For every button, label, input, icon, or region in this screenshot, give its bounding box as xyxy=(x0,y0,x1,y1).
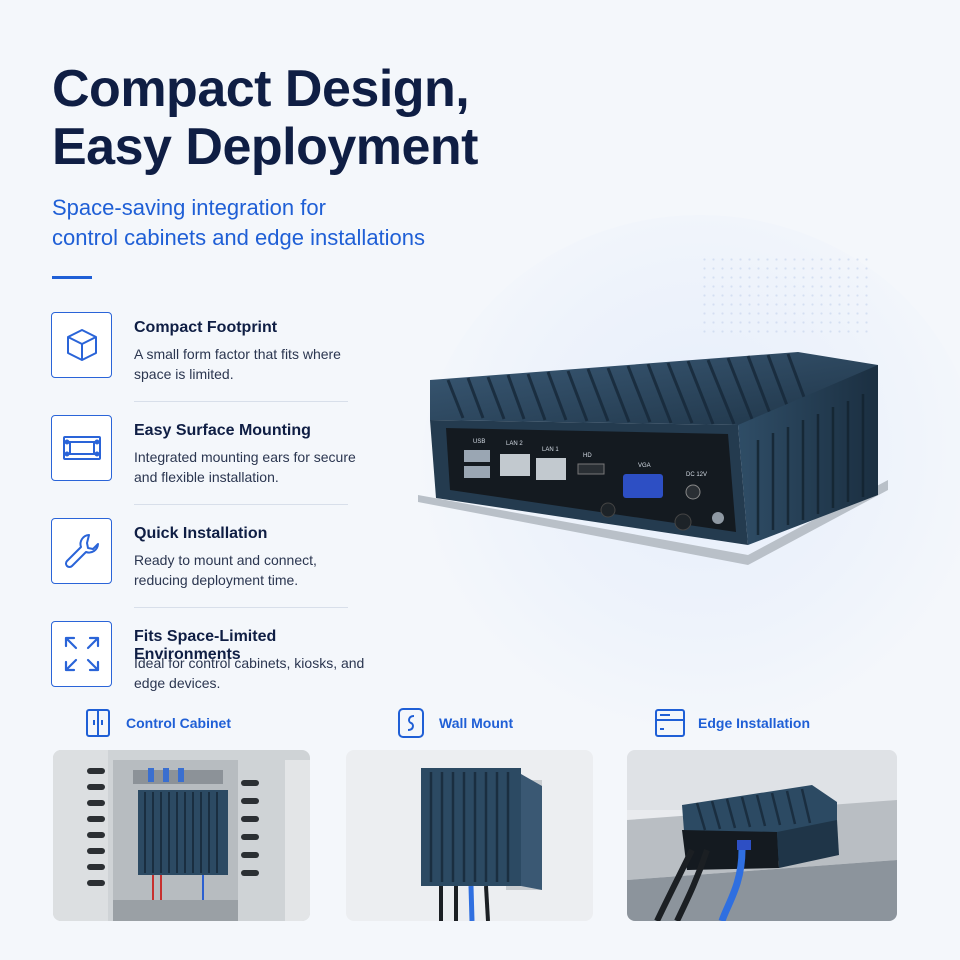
feature-title: Easy Surface Mounting xyxy=(134,422,311,439)
vga-port xyxy=(623,474,663,498)
edge-install-icon xyxy=(654,707,686,739)
feature-divider xyxy=(134,504,348,505)
feature-description: Ready to mount and connect, reducing dep… xyxy=(134,552,317,588)
feature-divider xyxy=(134,607,348,608)
page-subtitle: Space-saving integration for control cab… xyxy=(52,193,425,253)
feature-title: Compact Footprint xyxy=(134,319,278,336)
edge-installation-photo xyxy=(627,750,897,921)
use-case-edge-installation: Edge Installation xyxy=(654,707,810,739)
accent-divider xyxy=(52,276,92,279)
control-cabinet-photo xyxy=(53,750,310,921)
feature-item: Compact Footprint A small form factor th… xyxy=(51,312,381,415)
usb-port xyxy=(464,466,490,478)
ground-screw xyxy=(712,512,724,524)
use-case-label: Control Cabinet xyxy=(126,715,231,731)
cube-icon xyxy=(51,312,112,378)
usb-port xyxy=(464,450,490,462)
title-line-2: Easy Deployment xyxy=(52,118,479,176)
subtitle-line-2: control cabinets and edge installations xyxy=(52,225,426,250)
feature-title: Quick Installation xyxy=(134,525,268,542)
feature-description: A small form factor that fits where spac… xyxy=(134,346,341,382)
hd-port-label: HD xyxy=(583,453,592,459)
expand-arrows-icon xyxy=(51,621,112,687)
use-case-wall-mount: Wall Mount xyxy=(395,707,513,739)
antenna-port xyxy=(674,513,692,531)
dc-port-label: DC 12V xyxy=(686,472,707,478)
mini-pc-illustration: USB LAN 2 LAN 1 HD VGA DC 12V xyxy=(418,352,888,565)
mounting-ears-icon xyxy=(51,415,112,481)
wall-mount-icon xyxy=(395,707,427,739)
hd-port xyxy=(577,463,605,475)
feature-description: Ideal for control cabinets, kiosks, and … xyxy=(134,655,365,691)
subtitle-line-1: Space-saving integration for xyxy=(52,195,326,220)
use-case-label: Wall Mount xyxy=(439,715,514,731)
wrench-icon xyxy=(51,518,112,584)
cabinet-icon xyxy=(82,707,114,739)
feature-item: Quick Installation Ready to mount and co… xyxy=(51,518,381,621)
lan1-port-label: LAN 1 xyxy=(542,447,559,453)
feature-title: Fits Space-Limited Environments xyxy=(134,628,277,663)
dot-pattern xyxy=(700,255,870,335)
page-title: Compact Design, Easy Deployment xyxy=(52,60,479,176)
lan2-port-label: LAN 2 xyxy=(506,441,523,447)
lan1-port xyxy=(536,458,566,480)
feature-item: Easy Surface Mounting Integrated mountin… xyxy=(51,415,381,518)
lan2-port xyxy=(500,454,530,476)
feature-divider xyxy=(134,401,348,402)
usb-port-label: USB xyxy=(473,439,485,445)
dc-jack xyxy=(685,484,701,500)
feature-description: Integrated mounting ears for secure and … xyxy=(134,449,356,485)
use-case-control-cabinet: Control Cabinet xyxy=(82,707,231,739)
feature-item: Fits Space-Limited Environments Ideal fo… xyxy=(51,621,381,724)
title-line-1: Compact Design, xyxy=(52,60,470,118)
antenna-port xyxy=(600,502,616,518)
feature-list: Compact Footprint A small form factor th… xyxy=(51,312,381,724)
use-case-label: Edge Installation xyxy=(698,715,811,731)
vga-port-label: VGA xyxy=(638,463,651,469)
wall-mount-photo xyxy=(346,750,593,921)
